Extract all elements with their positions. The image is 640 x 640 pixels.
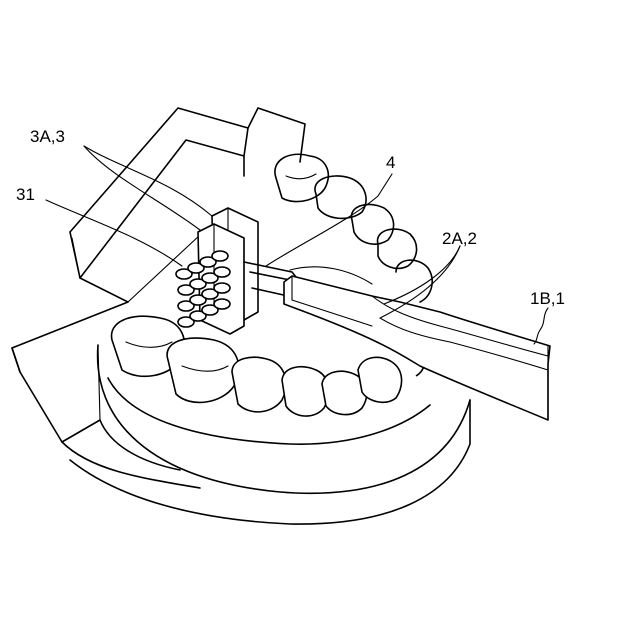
label-bristle: 31 xyxy=(16,185,35,204)
label-toothbrush: 1B,1 xyxy=(530,289,565,308)
label-handle-part: 2A,2 xyxy=(442,229,477,248)
brush-head xyxy=(176,208,258,334)
label-neck: 4 xyxy=(386,153,395,172)
label-brush-part: 3A,3 xyxy=(30,127,65,146)
